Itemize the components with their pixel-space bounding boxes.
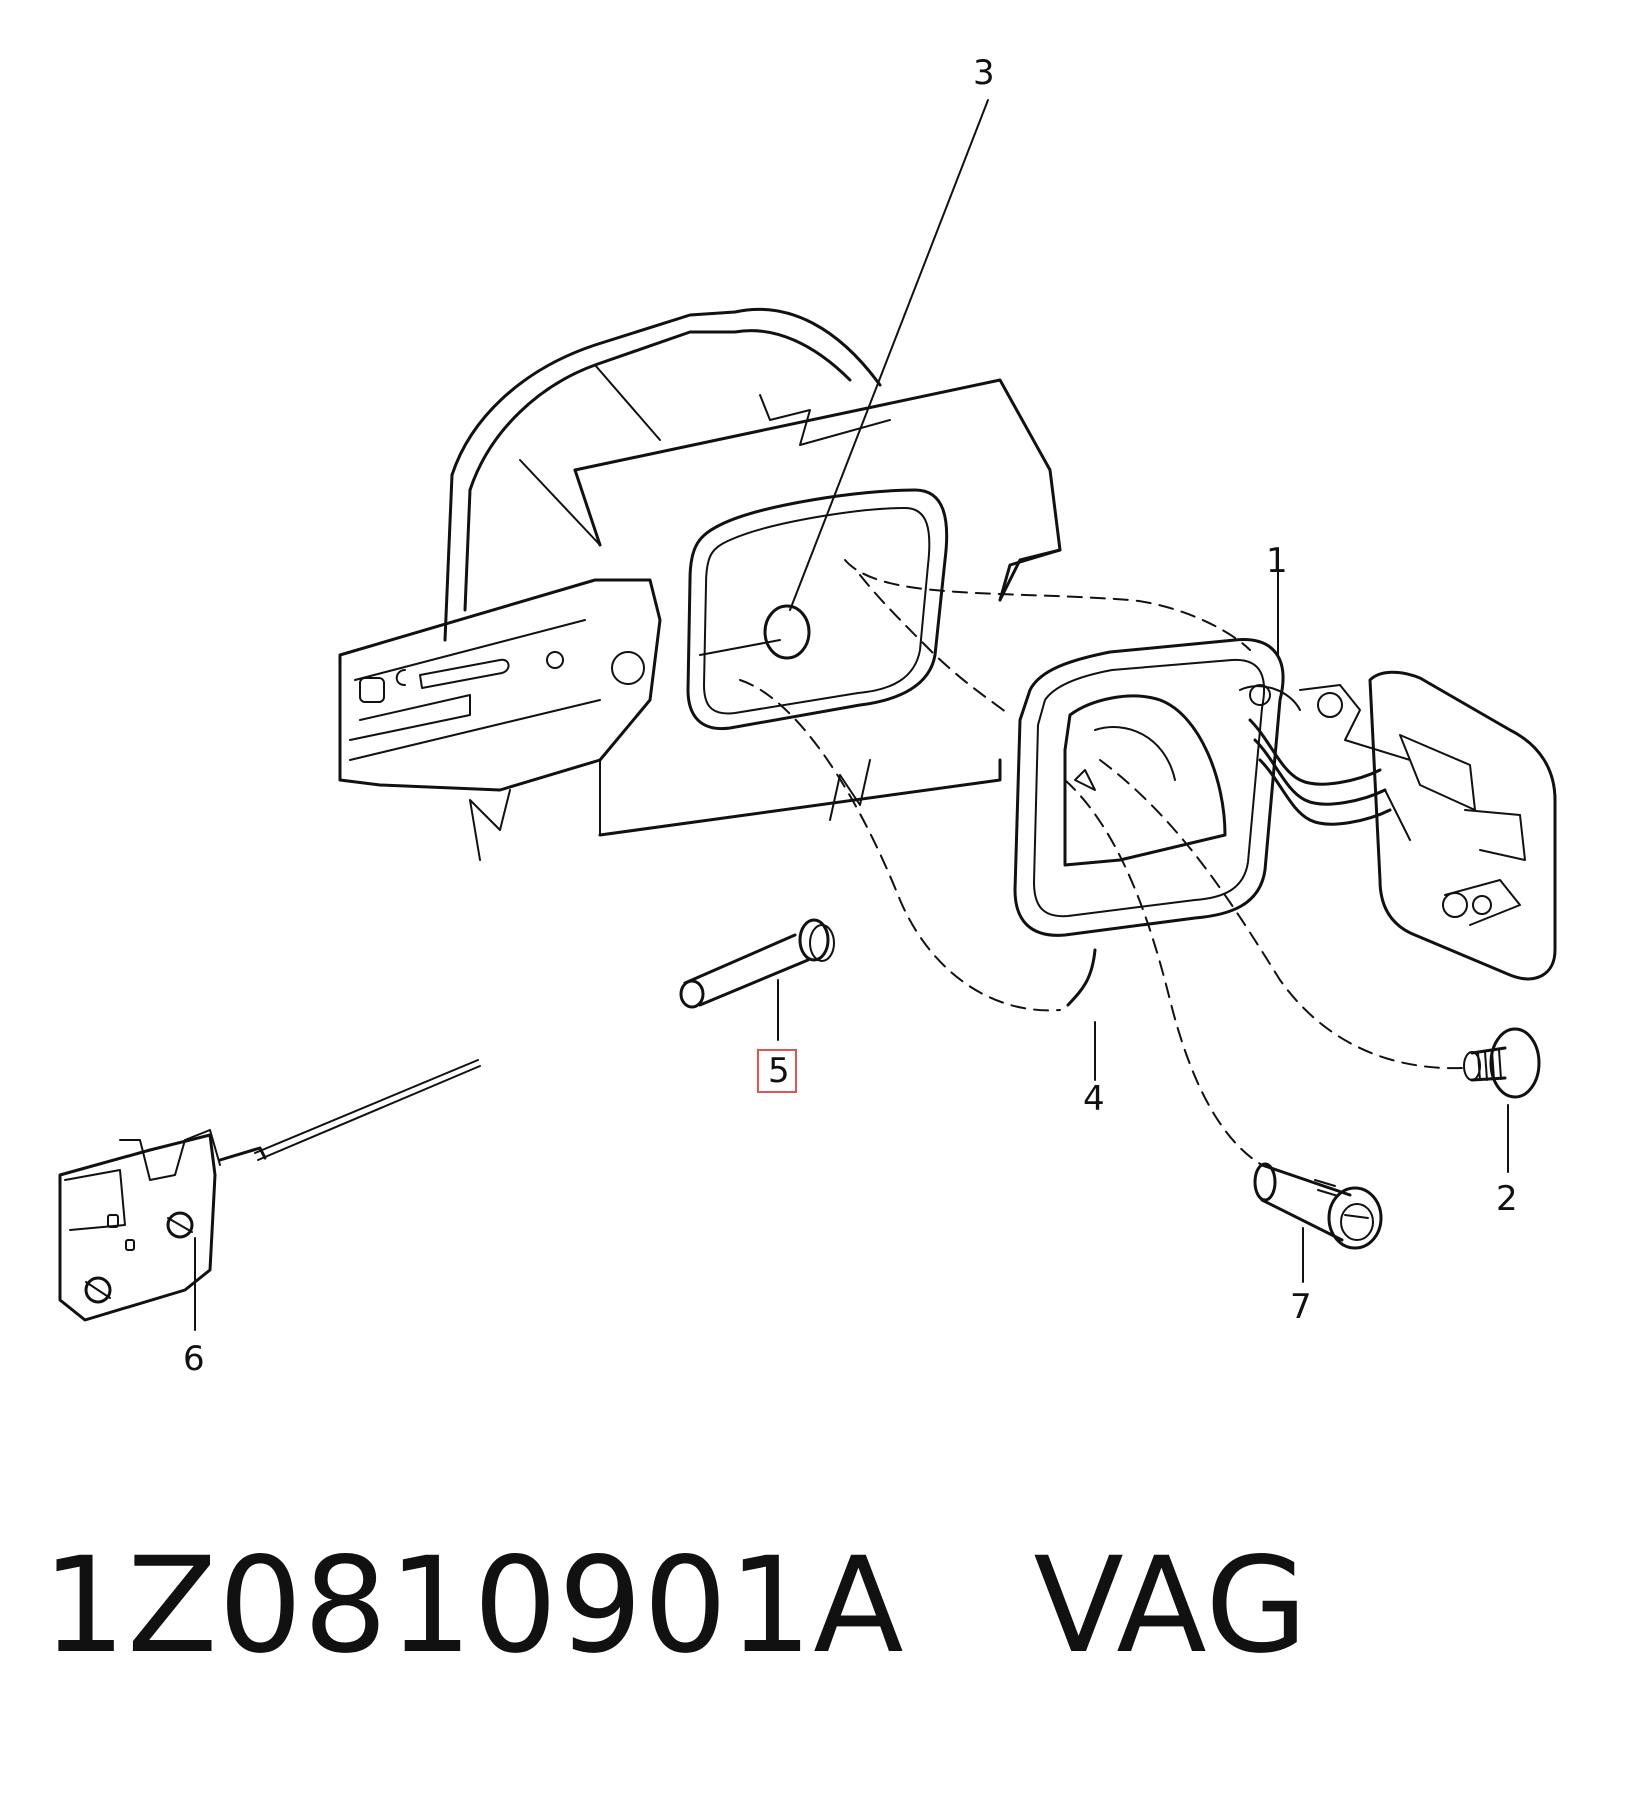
cable	[1066, 948, 1097, 1007]
mounting-bracket	[338, 578, 662, 792]
fuel-flap-lid	[1368, 670, 1557, 981]
part-number-title: 1Z0810901A VAG	[42, 1529, 1309, 1683]
screw-insert	[1463, 1027, 1541, 1099]
lock-cylinder	[1253, 1162, 1383, 1250]
highlight-box	[757, 1049, 797, 1093]
assembly-lines	[739, 559, 1463, 1166]
callout-6: 6	[183, 1339, 205, 1379]
callout-3: 3	[973, 53, 995, 93]
leader-lines	[194, 99, 1509, 1331]
body-panel	[443, 307, 1062, 861]
pin	[679, 918, 835, 1009]
callout-4: 4	[1083, 1079, 1105, 1119]
callout-2: 2	[1496, 1179, 1518, 1219]
actuator	[58, 1059, 481, 1322]
filler-housing	[1013, 638, 1411, 937]
callouts: 3 1 5 4 2 7 6	[183, 53, 1518, 1379]
callout-1: 1	[1266, 541, 1288, 581]
callout-7: 7	[1290, 1287, 1312, 1327]
filler-recess	[686, 488, 949, 731]
callout-5: 5	[768, 1051, 790, 1091]
